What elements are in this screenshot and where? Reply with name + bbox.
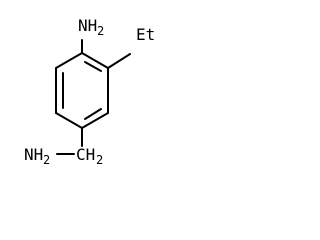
molecule-drawing: NH 2 Et NH 2 CH 2 [24,16,155,167]
bottom-amine-sub-text: 2 [43,153,50,167]
ring-bond-bottom-right [81,112,109,129]
bottom-amine-label: NH 2 [24,145,50,167]
ethyl-text: Et [136,25,155,44]
top-amine-main-text: NH [78,16,97,35]
bottom-amine-main-text: NH [24,145,43,164]
top-amine-sub-text: 2 [97,24,104,38]
ring-double-bond-top-right [84,61,102,72]
bond-ring-to-ethyl [107,53,131,69]
ring-bond-top-left [55,52,83,69]
methylene-label: CH 2 [76,145,103,167]
ring-bond-bottom-left [55,112,83,129]
top-amine-label: NH 2 [78,16,104,38]
structure-canvas: NH 2 Et NH 2 CH 2 [0,0,187,203]
ring-double-bond-bottom-right [84,108,102,120]
benzene-ring [55,52,109,129]
ethyl-label: Et [136,25,155,44]
methylene-sub-text: 2 [96,153,103,167]
ring-bond-top-right [81,52,109,69]
methylene-main-text: CH [76,145,95,164]
